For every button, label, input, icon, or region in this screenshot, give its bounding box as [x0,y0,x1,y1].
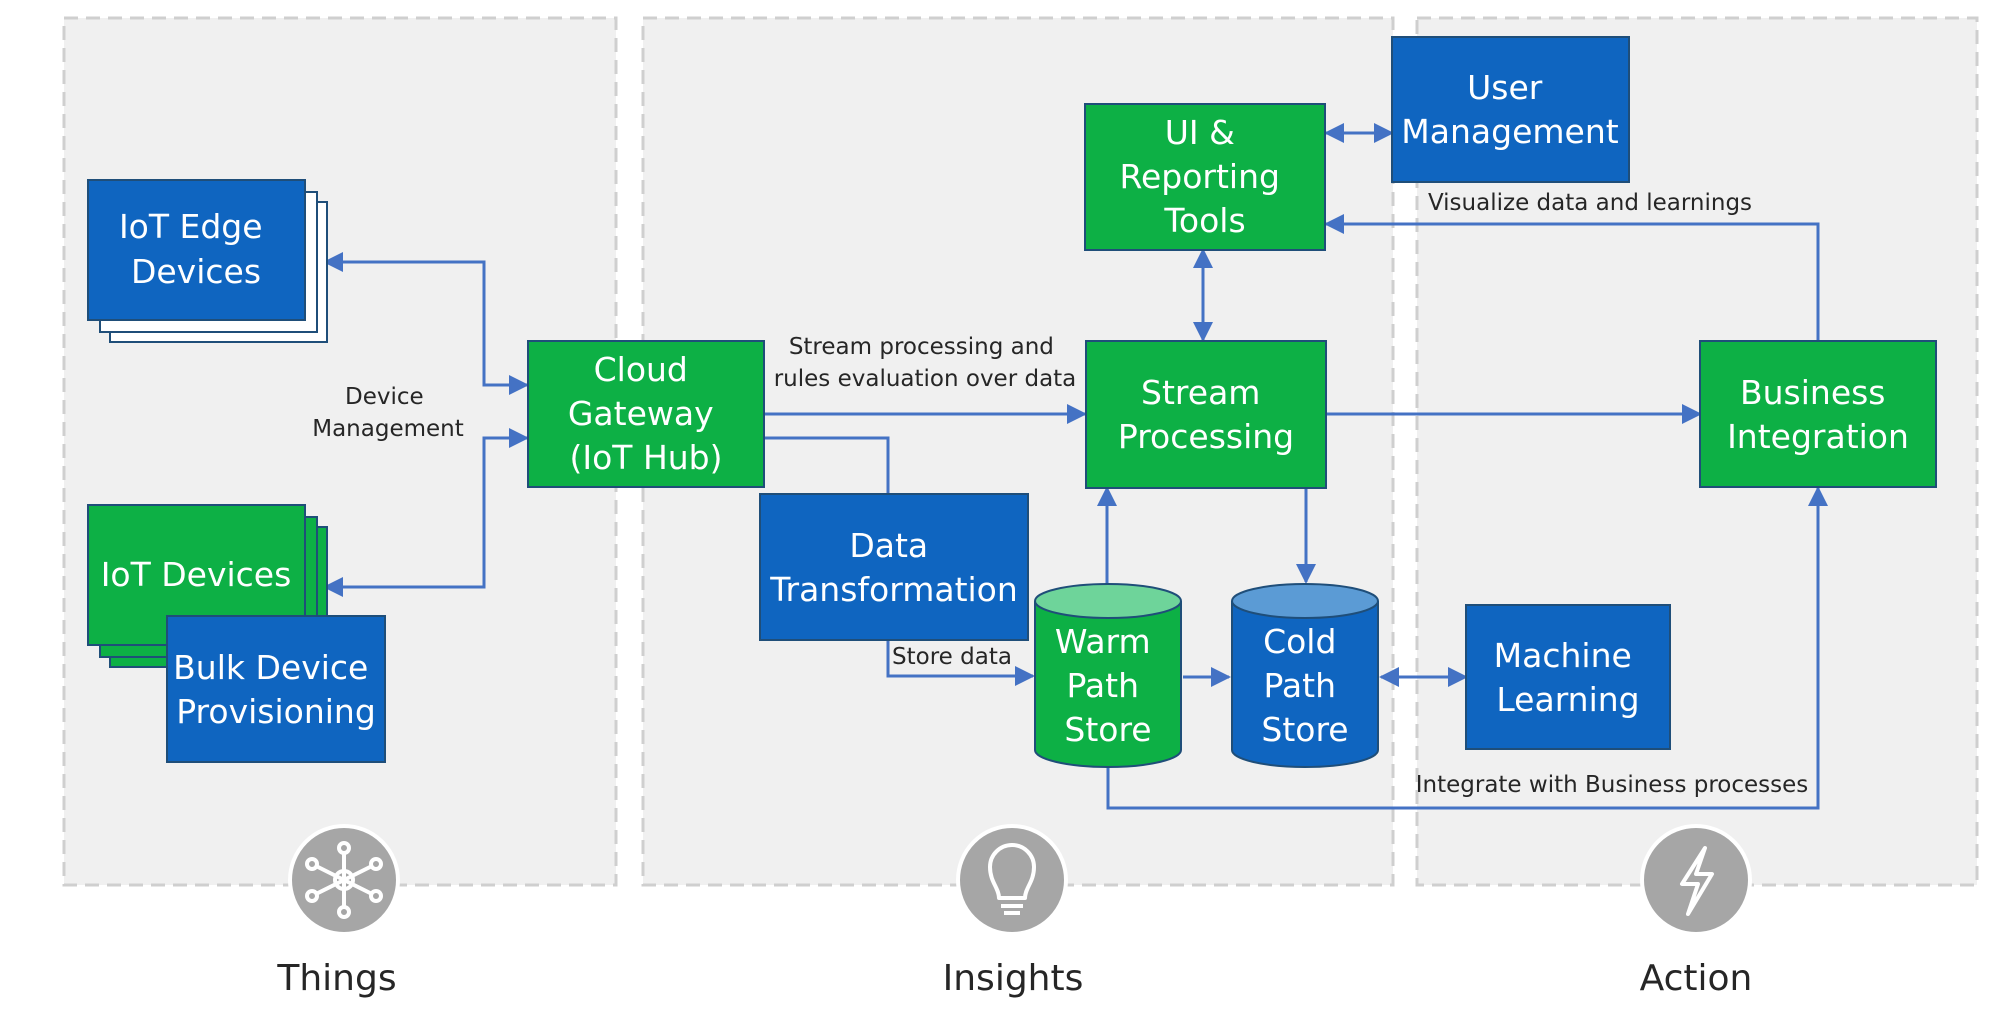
user-management-label: User Management [1401,68,1618,151]
cloud-gateway-label: Cloud Gateway (IoT Hub) [568,350,724,477]
stream-processing-label: Stream Processing [1118,373,1294,456]
node-data-transformation: Data Transformation [759,493,1029,641]
warm-path-store-label: Warm Path Store [1055,622,1161,749]
data-transformation-label: Data Transformation [769,526,1018,609]
edge-gateway-to-iot-devices [323,428,529,597]
node-iot-edge-devices: IoT Edge Devices [87,179,328,343]
edge-business-to-ui [1324,214,1820,340]
iot-edge-devices-label: IoT Edge Devices [119,207,273,291]
edge-gateway-to-iot-edge [323,252,529,395]
node-user-management: User Management [1391,36,1630,183]
zone-label-action: Action [1640,958,1753,999]
label-integrate-business: Integrate with Business processes [1416,772,1809,798]
node-business-integration: Business Integration [1699,340,1937,488]
node-machine-learning: Machine Learning [1465,604,1671,750]
node-bulk-device-provisioning: Bulk Device Provisioning [166,615,386,763]
hub-network-icon [288,824,400,936]
node-stream-processing: Stream Processing [1085,340,1327,489]
machine-learning-label: Machine Learning [1494,636,1643,719]
node-cold-path-store: Cold Path Store [1231,583,1379,768]
cold-path-store-label: Cold Path Store [1261,622,1348,749]
node-cloud-gateway: Cloud Gateway (IoT Hub) [527,340,765,488]
edge-transformation-to-warm [886,640,1035,686]
node-warm-path-store: Warm Path Store [1034,583,1182,768]
label-visualize-data: Visualize data and learnings [1428,190,1752,216]
bulk-device-provisioning-label: Bulk Device Provisioning [173,648,379,731]
zone-label-things: Things [276,958,396,999]
lightning-bolt-icon [1640,824,1752,936]
node-ui-reporting-tools: UI & Reporting Tools [1084,103,1326,251]
lightbulb-icon [956,824,1068,936]
ui-reporting-tools-label: UI & Reporting Tools [1120,113,1291,240]
connectors [323,123,1828,810]
label-device-management: Device Management [312,384,464,442]
edge-warm-to-business [1106,486,1828,810]
business-integration-label: Business Integration [1727,373,1909,456]
zone-label-insights: Insights [943,958,1084,999]
label-stream-rules: Stream processing and rules evaluation o… [774,334,1077,392]
label-store-data: Store data [892,644,1012,670]
edge-gateway-to-transformation [764,436,890,494]
iot-devices-label: IoT Devices [101,555,292,594]
